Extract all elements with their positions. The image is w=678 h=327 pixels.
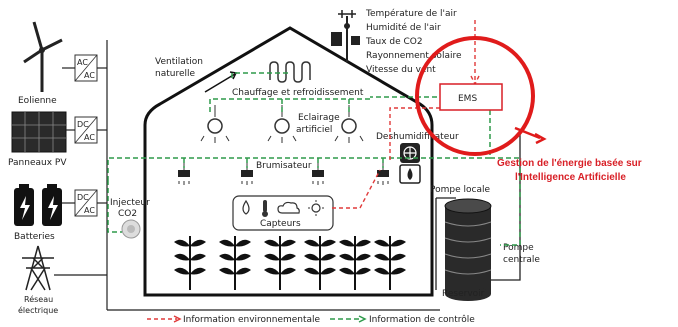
- battery-icon: [14, 184, 62, 226]
- reading-humidity: Humidité de l'air: [366, 22, 441, 33]
- plant-icon: [219, 236, 251, 290]
- plant-icon: [264, 236, 296, 290]
- local-pump-label: Pompe locale: [430, 185, 490, 195]
- converter-dc-ac-pv: DC AC: [74, 116, 98, 144]
- plant-icon: [304, 236, 336, 290]
- light-bulb-icon: [200, 105, 230, 143]
- plant-icon: [339, 236, 371, 290]
- dehumidifier-fan-icon: [399, 143, 421, 184]
- legend: Information environnementale Information…: [147, 314, 475, 325]
- plant-icon: [174, 236, 206, 290]
- co2-label-line1: Injecteur: [110, 198, 150, 208]
- sun-icon: [308, 200, 324, 216]
- converter-ac-ac: AC AC: [74, 54, 98, 82]
- callout-line1: Gestion de l'énergie basée sur: [497, 158, 642, 169]
- light-bulb-icon: [334, 105, 364, 143]
- sensors-box: Capteurs: [232, 195, 334, 231]
- weather-station-icon: [331, 10, 360, 62]
- conv2-bottom: AC: [84, 133, 95, 142]
- conv3-top: DC: [77, 193, 89, 202]
- converter-dc-ac-battery: DC AC: [74, 189, 98, 217]
- light-bulb-icon: [267, 105, 297, 143]
- plant-icon: [374, 236, 406, 290]
- sensors-label: Capteurs: [260, 219, 301, 229]
- ems-label: EMS: [458, 94, 477, 104]
- co2-injector-icon: [121, 219, 141, 239]
- reservoir-label: Reservoir: [442, 289, 485, 299]
- legend-env: Information environnementale: [183, 315, 321, 325]
- conv2-top: DC: [77, 120, 89, 129]
- ems-box: [439, 83, 503, 111]
- conv1-bottom: AC: [84, 71, 95, 80]
- heating-coil-icon: [269, 61, 311, 83]
- power-pylon-icon: [22, 245, 54, 291]
- dehumidifier-label: Deshumidificateur: [376, 132, 459, 142]
- reading-solar: Rayonnement solaire: [366, 51, 462, 61]
- co2-label-line2: CO2: [118, 209, 137, 219]
- power-bus: [54, 40, 440, 311]
- batteries-label: Batteries: [14, 232, 55, 242]
- control-signal-lines: [107, 72, 521, 246]
- callout-arrow: [514, 126, 541, 140]
- lighting-label-line1: Eclairage: [298, 113, 340, 123]
- central-pump-label-line1: Pompe: [503, 243, 534, 253]
- conv1-top: AC: [77, 58, 88, 67]
- thermometer-icon: [262, 200, 268, 217]
- plants-row: [174, 236, 406, 290]
- wind-turbine-icon: [23, 21, 63, 92]
- callout-line2: l'Intelligence Artificielle: [515, 172, 626, 183]
- reservoir-tank: [444, 198, 492, 301]
- drop-icon: [242, 199, 250, 215]
- reading-wind: Vitesse du vent: [366, 65, 436, 75]
- heating-label: Chauffage et refroidissement: [232, 88, 364, 98]
- central-pump-label-line2: centrale: [503, 255, 540, 265]
- reading-co2: Taux de CO2: [365, 37, 423, 47]
- ventilation-label-line2: naturelle: [155, 69, 195, 79]
- ems-highlight-circle: [415, 36, 535, 156]
- ventilation-label-line1: Ventilation: [155, 57, 203, 67]
- lighting-label-line2: artificiel: [296, 125, 332, 135]
- sensor-readings-list: Température de l'air Humidité de l'air T…: [365, 8, 462, 75]
- cloud-co2-icon: [277, 201, 300, 214]
- pv-label: Panneaux PV: [8, 158, 67, 168]
- mister-label: Brumisateur: [256, 161, 312, 171]
- solar-panel-icon: [11, 111, 67, 153]
- legend-control: Information de contrôle: [369, 314, 475, 325]
- conv3-bottom: AC: [84, 206, 95, 215]
- grid-label-line1: Réseau: [24, 294, 53, 304]
- greenhouse-outline: [143, 26, 434, 297]
- grid-label-line2: électrique: [18, 305, 58, 315]
- reading-temperature: Température de l'air: [365, 8, 457, 19]
- wind-label: Eolienne: [18, 96, 57, 106]
- mister-icon: [377, 162, 389, 185]
- ventilation-arrow: [204, 73, 236, 93]
